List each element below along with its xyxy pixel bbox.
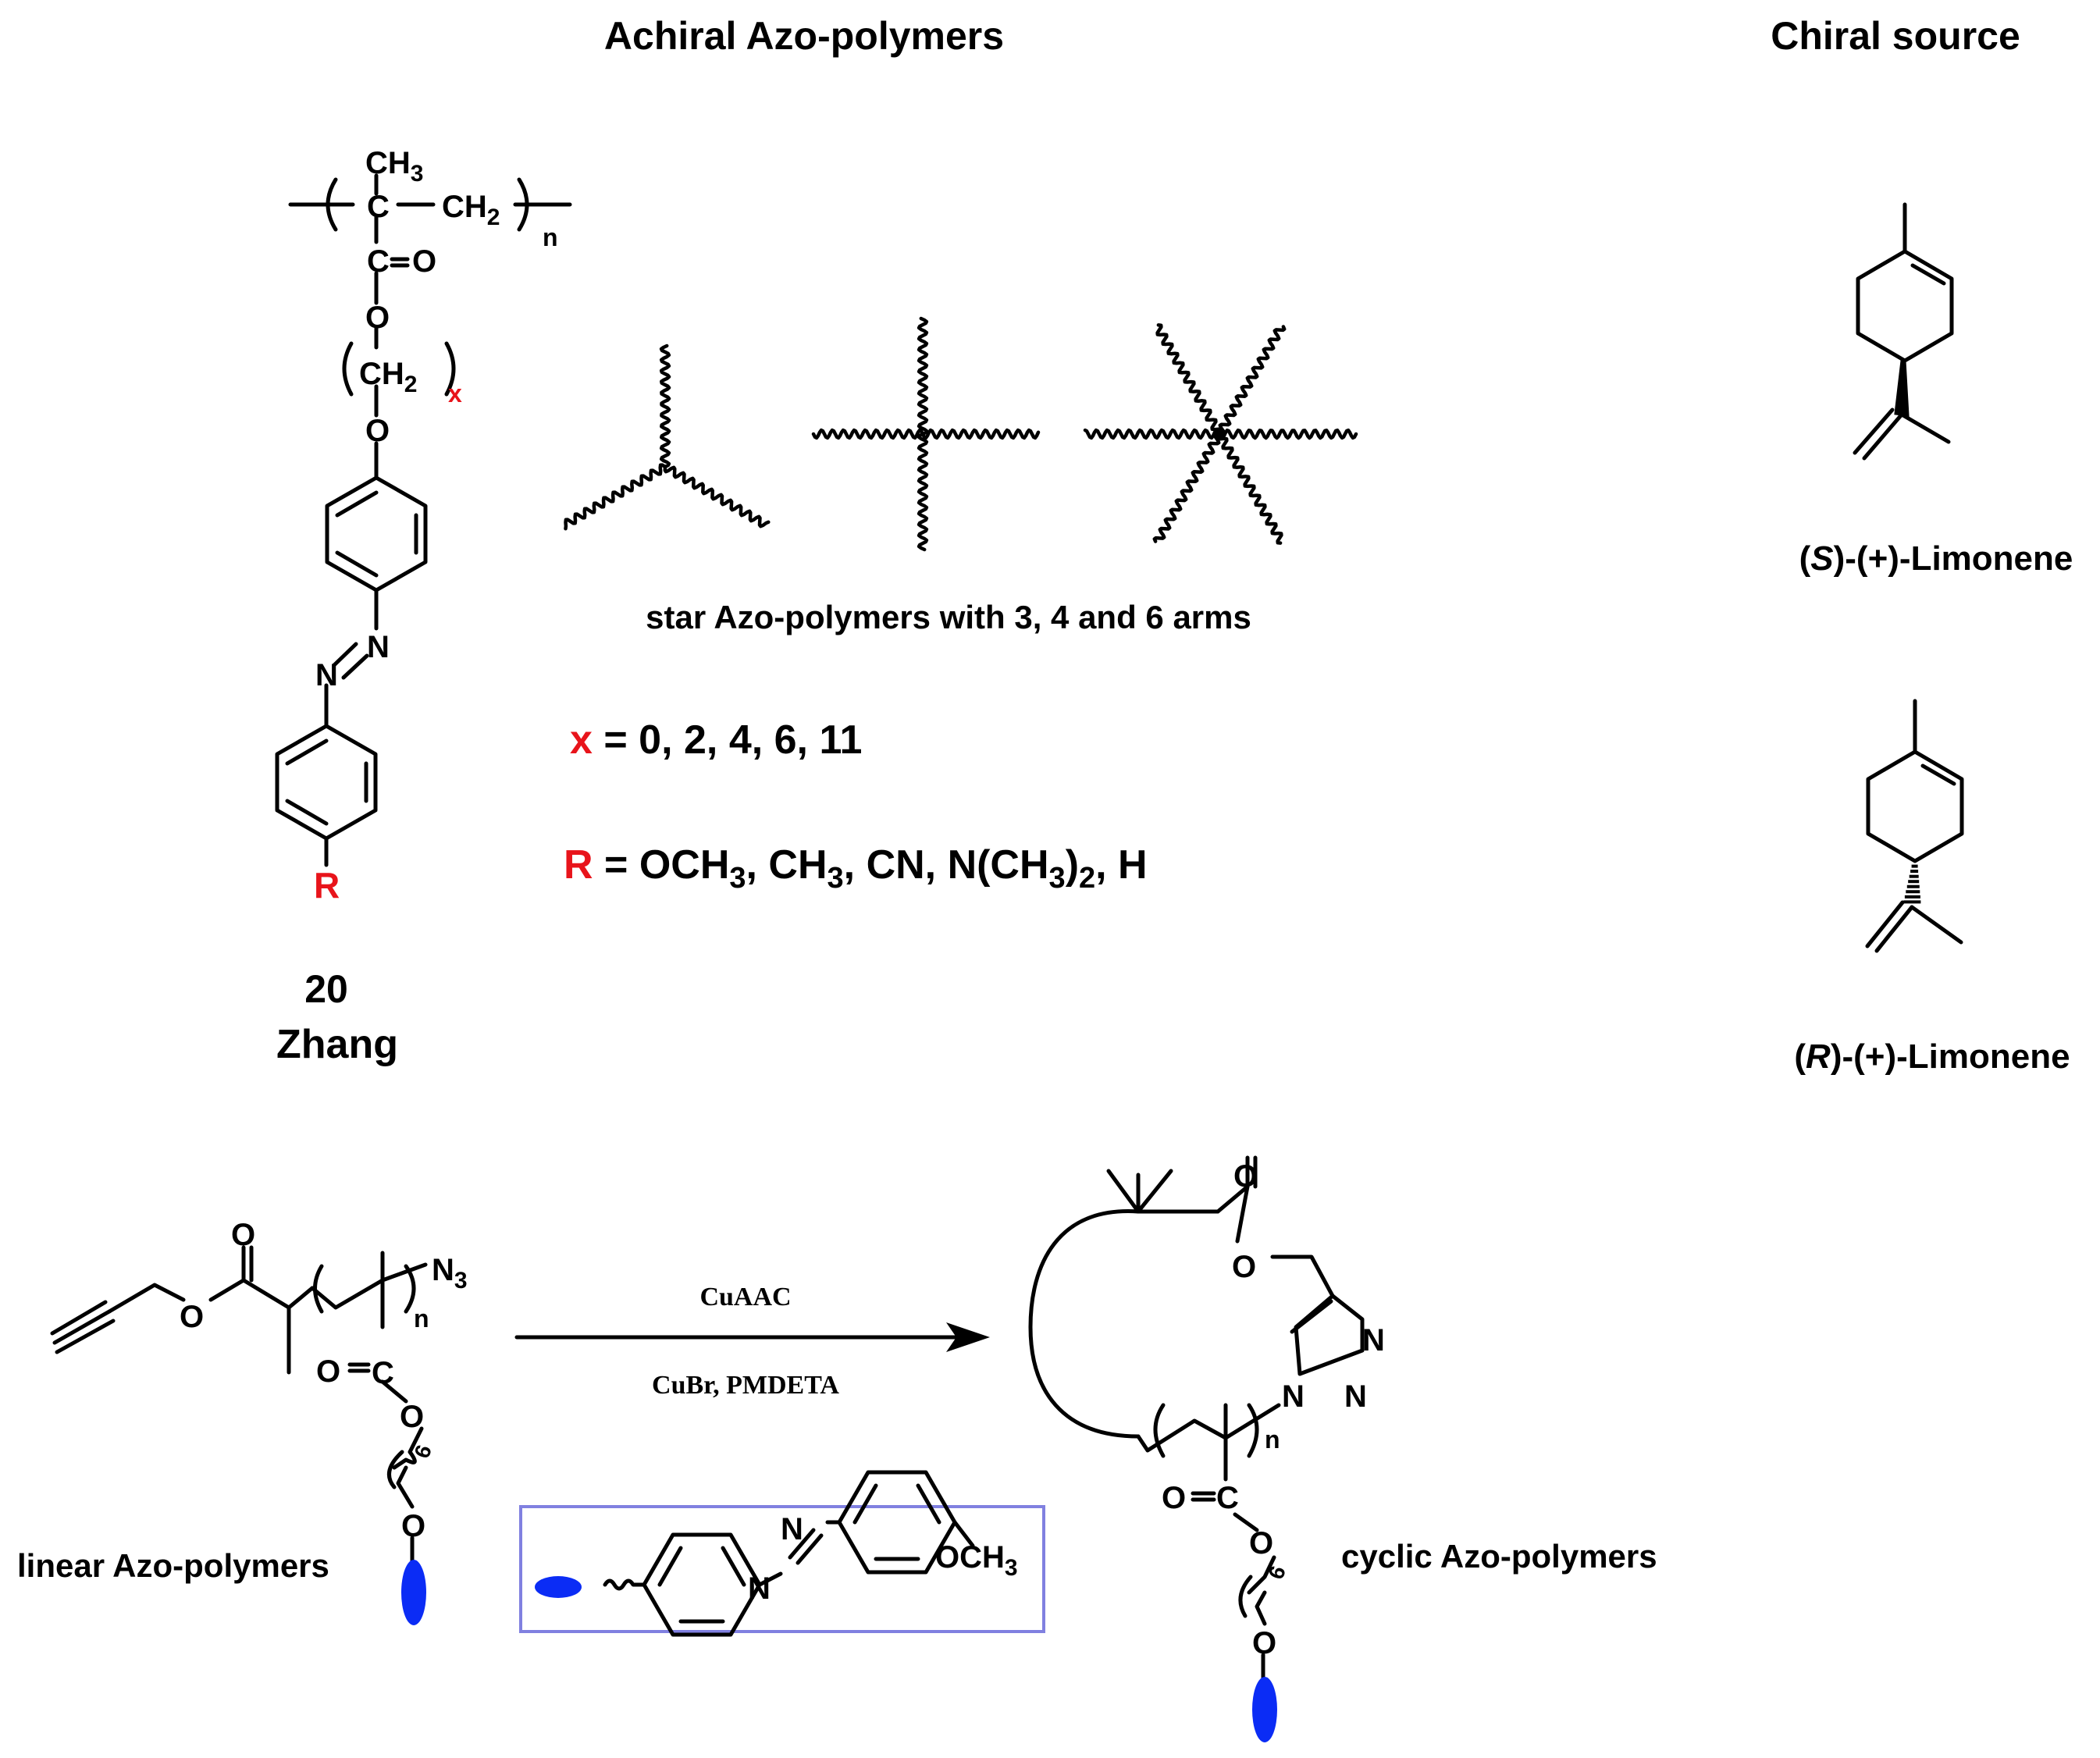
- linear-side-c: C: [372, 1356, 394, 1390]
- linear-side-o: O: [316, 1354, 340, 1389]
- monomer-carbonyl-o: O: [412, 244, 436, 279]
- cyclic-spacer-6: 6: [1264, 1563, 1290, 1582]
- star4-arm: [917, 316, 929, 436]
- linear-n3: N3: [432, 1253, 468, 1294]
- s-limonene-structure: [1853, 202, 1954, 461]
- cyclic-label: cyclic Azo-polymers: [1341, 1538, 1657, 1575]
- linear-carbonyl-o: O: [231, 1218, 255, 1252]
- star6-arm: [1083, 428, 1222, 440]
- linear-ester-o: O: [180, 1300, 204, 1334]
- star3-arm: [564, 463, 667, 531]
- cyclic-carbonyl-o: O: [1233, 1159, 1258, 1194]
- cyclic-side-c: C: [1216, 1481, 1239, 1515]
- star-polymer-6-arms: [1083, 323, 1358, 545]
- cyclic-triazole-n1: N: [1362, 1323, 1385, 1358]
- monomer-r-group: R: [314, 865, 340, 906]
- star6-arm: [1217, 428, 1358, 440]
- chiral-title: Chiral source: [1771, 14, 2020, 58]
- linear-azo-mesogen-blob: [401, 1560, 426, 1625]
- legend-och3: OCH3: [935, 1540, 1018, 1581]
- reaction-arrow: [514, 1322, 990, 1352]
- cyclic-ester-o: O: [1232, 1250, 1256, 1284]
- star-polymer-4-arms: [811, 316, 1041, 552]
- cyclic-side-ester-o: O: [1249, 1526, 1273, 1560]
- linear-polymer-structure: [50, 1245, 428, 1571]
- monomer-ch2: CH2: [442, 190, 500, 230]
- x-definition: x = 0, 2, 4, 6, 11: [570, 717, 862, 763]
- achiral-title: Achiral Azo-polymers: [604, 14, 1004, 58]
- star4-arm: [811, 428, 925, 440]
- star-caption: star Azo-polymers with 3, 4 and 6 arms: [646, 599, 1251, 635]
- r-limonene-label: (R)-(+)-Limonene: [1794, 1037, 2070, 1076]
- star4-arm: [920, 428, 1041, 440]
- cyclic-triazole-n3: N: [1282, 1379, 1304, 1414]
- legend-blob: [535, 1576, 582, 1598]
- cyclic-azo-mesogen-blob: [1252, 1677, 1277, 1742]
- star6-arm: [1216, 432, 1283, 545]
- mesogen-legend-box: [519, 1505, 1045, 1633]
- reagent-cuaac: CuAAC: [699, 1283, 791, 1311]
- monomer-structure-20: [275, 173, 572, 867]
- legend-n-lower: N: [748, 1571, 771, 1606]
- star3-arm: [659, 343, 671, 469]
- monomer-backbone-c: C: [367, 190, 390, 224]
- linear-n-subscript: n: [414, 1304, 429, 1333]
- monomer-spacer-ch2: CH2: [359, 357, 417, 397]
- monomer-ch3: CH3: [365, 146, 423, 187]
- reagent-cubr-pmdeta: CuBr, PMDETA: [652, 1371, 839, 1400]
- linear-label: linear Azo-polymers: [17, 1547, 329, 1584]
- monomer-carbonyl-c: C: [367, 244, 390, 279]
- star6-arm: [1155, 323, 1223, 436]
- s-limonene-label: (S)-(+)-Limonene: [1799, 539, 2073, 578]
- cyclic-ether-o: O: [1252, 1626, 1276, 1660]
- monomer-n-subscript: n: [543, 223, 558, 251]
- star3-arm: [663, 464, 771, 528]
- mesogen-legend-structure: [535, 1470, 975, 1637]
- star6-arm: [1152, 432, 1222, 543]
- monomer-azo-n2: N: [315, 658, 338, 692]
- linear-side-ester-o: O: [400, 1400, 424, 1434]
- star-polymer-3-arms: [564, 343, 771, 531]
- cyclic-triazole-n2: N: [1344, 1379, 1367, 1414]
- cyclic-n-subscript: n: [1265, 1425, 1280, 1454]
- cyclic-polymer-structure: [1028, 1155, 1365, 1689]
- r-definition: R = OCH3, CH3, CN, N(CH3)2, H: [564, 842, 1148, 895]
- monomer-spacer-x: x: [448, 379, 462, 407]
- monomer-number: 20: [304, 967, 348, 1011]
- star4-arm: [917, 432, 929, 552]
- monomer-author: Zhang: [276, 1022, 398, 1067]
- cyclic-side-o: O: [1162, 1481, 1186, 1515]
- monomer-ether-o: O: [365, 414, 390, 448]
- star6-arm: [1217, 325, 1287, 436]
- linear-ether-o: O: [401, 1509, 425, 1543]
- monomer-ester-o: O: [365, 301, 390, 335]
- legend-n-upper: N: [781, 1512, 803, 1546]
- monomer-azo-n1: N: [367, 630, 390, 664]
- r-limonene-structure: [1865, 699, 1964, 953]
